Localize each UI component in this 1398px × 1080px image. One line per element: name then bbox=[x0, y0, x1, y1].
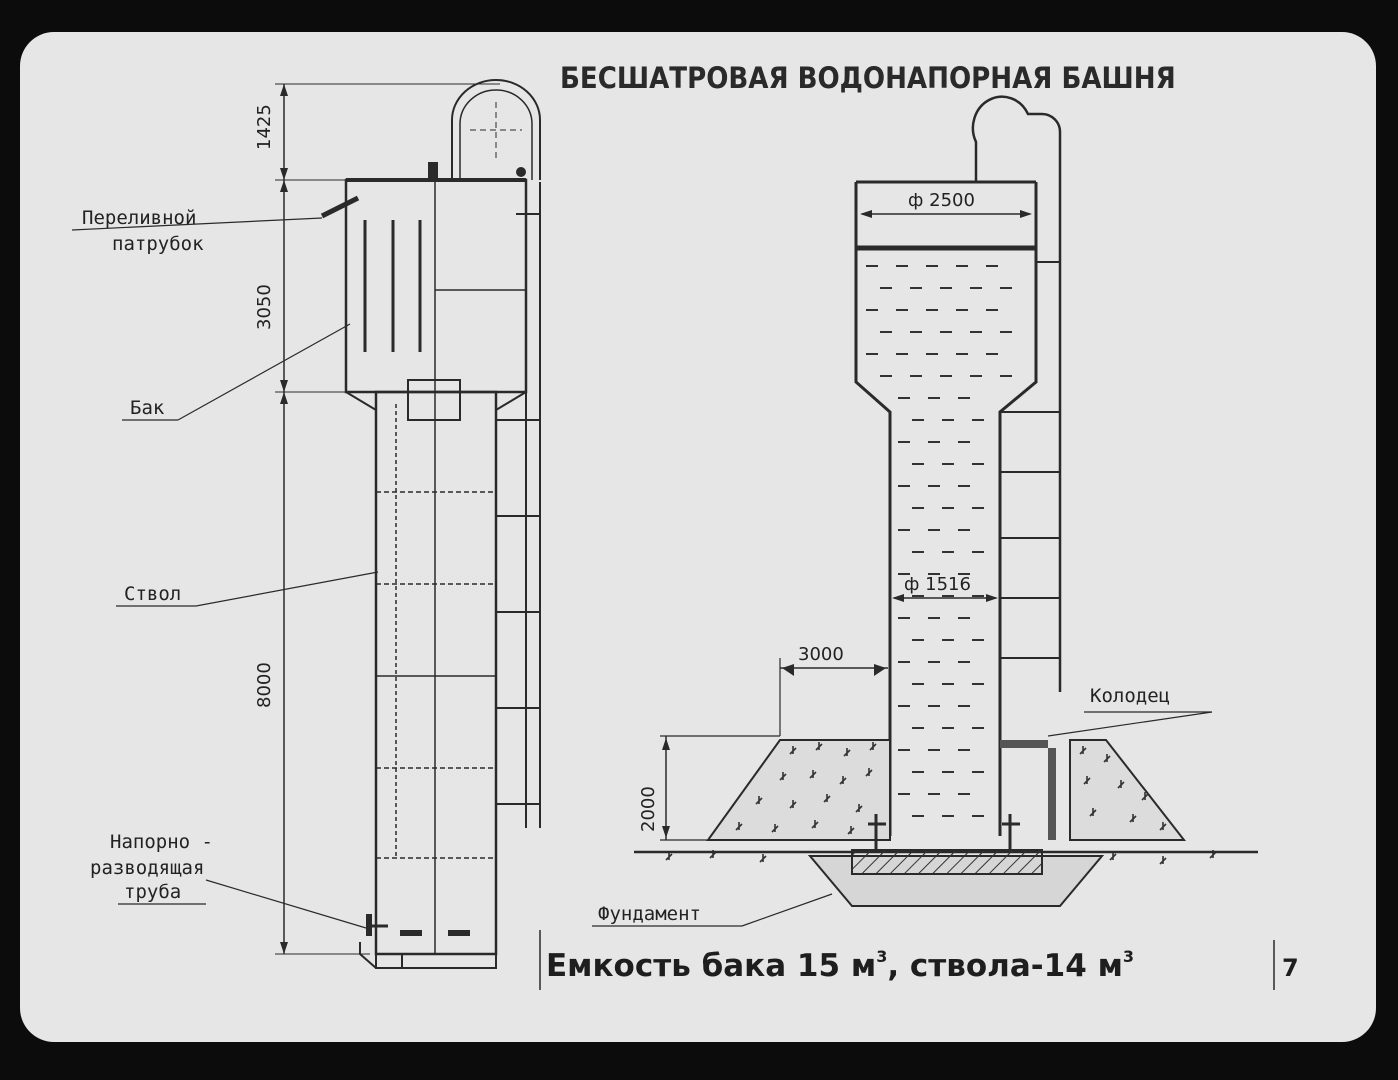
caption-part2: , ствола-14 м bbox=[887, 948, 1123, 984]
dim-2000: 2000 bbox=[638, 786, 659, 832]
dim-8000: 8000 bbox=[254, 662, 275, 708]
page-title: БЕСШАТРОВАЯ ВОДОНАПОРНАЯ БАШНЯ bbox=[560, 61, 1176, 95]
label-pressure-line3: труба bbox=[124, 881, 181, 903]
label-tank: Бак bbox=[130, 397, 165, 419]
caption-part1: Емкость бака 15 м bbox=[546, 948, 876, 984]
elevation-labels: Переливной патрубок Бак Ствол Напорно - … bbox=[71, 207, 379, 929]
dim-diam-trunk: ф 1516 bbox=[904, 574, 971, 595]
elevation-view: 1425 3050 8000 bbox=[254, 79, 541, 969]
label-well: Колодец bbox=[1090, 685, 1170, 707]
dim-1425: 1425 bbox=[254, 104, 275, 150]
dim-3050: 3050 bbox=[254, 284, 275, 330]
caption: Емкость бака 15 м3, ствола-14 м3 bbox=[539, 930, 1134, 990]
tower-drawing: БЕСШАТРОВАЯ ВОДОНАПОРНАЯ БАШНЯ 1425 3050… bbox=[71, 61, 1299, 990]
dim-diam-tank: ф 2500 bbox=[908, 190, 975, 211]
label-pressure-line2: разводящая bbox=[90, 857, 204, 879]
label-overflow-line1: Переливной bbox=[82, 207, 196, 229]
slide: БЕСШАТРОВАЯ ВОДОНАПОРНАЯ БАШНЯ 1425 3050… bbox=[20, 32, 1376, 1042]
dim-3000: 3000 bbox=[798, 644, 844, 665]
caption-sup2: 3 bbox=[1123, 947, 1134, 966]
label-pressure-line1: Напорно - bbox=[110, 831, 213, 853]
section-view: ф 2500 ф 1516 3000 2000 Колодец bbox=[592, 95, 1258, 927]
label-overflow-line2: патрубок bbox=[112, 233, 204, 255]
label-foundation: Фундамент bbox=[598, 903, 701, 925]
svg-text:Емкость бака 15 м3, ствола-14: Емкость бака 15 м3, ствола-14 м3 bbox=[546, 947, 1134, 984]
slide-number: 7 bbox=[1282, 954, 1299, 982]
caption-sup1: 3 bbox=[876, 947, 887, 966]
label-trunk: Ствол bbox=[124, 583, 181, 605]
